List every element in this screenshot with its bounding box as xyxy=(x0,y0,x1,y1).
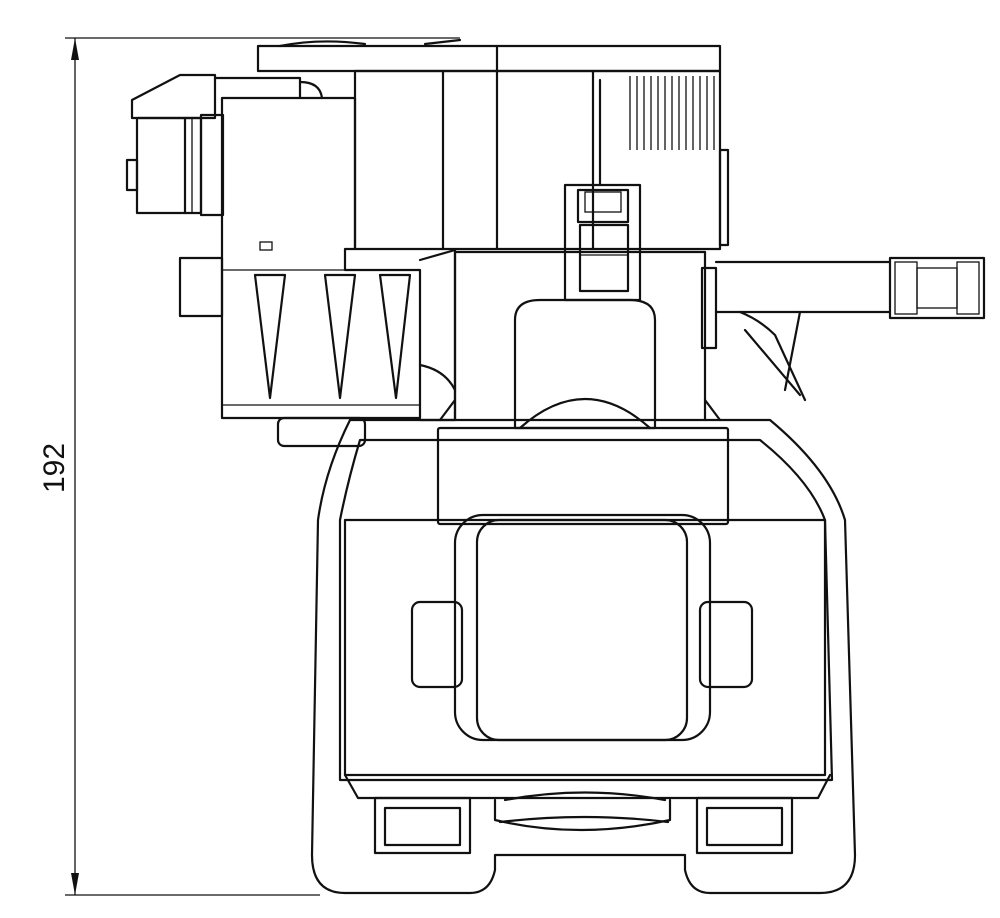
cooling-fins xyxy=(629,76,715,150)
inlet-flange xyxy=(700,266,718,350)
wedge-1 xyxy=(253,273,287,400)
pad-tab-left xyxy=(410,600,464,689)
fitting-section-right xyxy=(956,261,980,315)
motor-cover xyxy=(256,44,722,73)
sensor-bracket xyxy=(563,183,642,302)
brake-pad-inner xyxy=(475,518,689,742)
wedge-2 xyxy=(323,273,357,400)
piston-cap xyxy=(436,426,730,526)
piston-assembly xyxy=(410,298,754,742)
piston-dome xyxy=(518,398,652,430)
bridge-foot-left xyxy=(373,796,472,855)
pad-tab-right xyxy=(698,600,754,689)
side-boss xyxy=(178,256,224,318)
height-dimension: 192 xyxy=(38,37,460,896)
bridge-foot-right xyxy=(695,796,794,855)
sensor-head xyxy=(576,188,630,224)
caliper-housing xyxy=(310,418,857,895)
indicator-slot xyxy=(259,241,273,251)
motor-housing xyxy=(256,38,730,302)
brake-pad-outer xyxy=(453,513,712,742)
fitting-section-left xyxy=(894,261,918,315)
dimension-arrow-top xyxy=(71,38,79,60)
electrical-connector xyxy=(125,73,225,217)
hydraulic-inlet xyxy=(700,256,986,402)
housing-connection xyxy=(438,250,722,422)
gear-unit xyxy=(178,76,457,448)
inlet-fitting xyxy=(888,256,986,320)
dimension-value: 192 xyxy=(38,443,71,493)
caliper-bridge xyxy=(343,773,832,855)
gear-foot xyxy=(276,416,367,448)
wedge-3 xyxy=(378,273,412,400)
gear-housing xyxy=(220,96,422,420)
piston-stem xyxy=(513,298,657,430)
dimension-arrow-bottom xyxy=(71,873,79,895)
